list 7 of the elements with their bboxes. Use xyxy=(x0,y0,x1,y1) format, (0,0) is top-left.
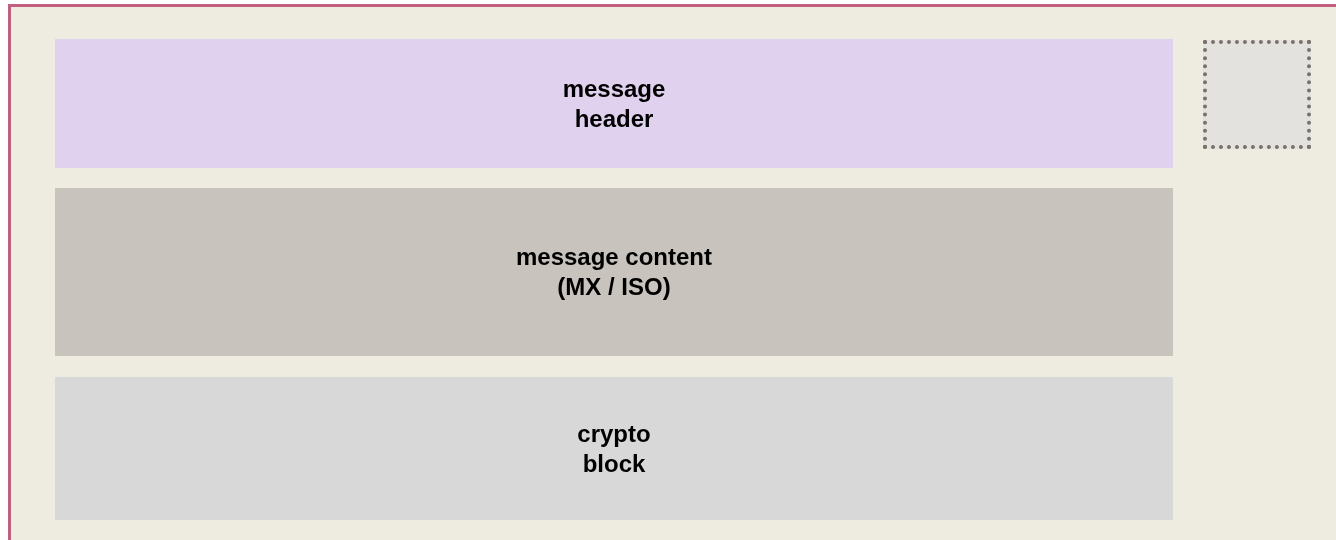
placeholder-box xyxy=(1203,40,1311,149)
frame-background xyxy=(8,4,1336,540)
band-label: message header xyxy=(561,73,667,134)
band-label: message content (MX / ISO) xyxy=(514,242,714,302)
content-band xyxy=(55,188,1173,356)
header-band xyxy=(55,39,1173,168)
band-label: crypto block xyxy=(576,418,652,479)
